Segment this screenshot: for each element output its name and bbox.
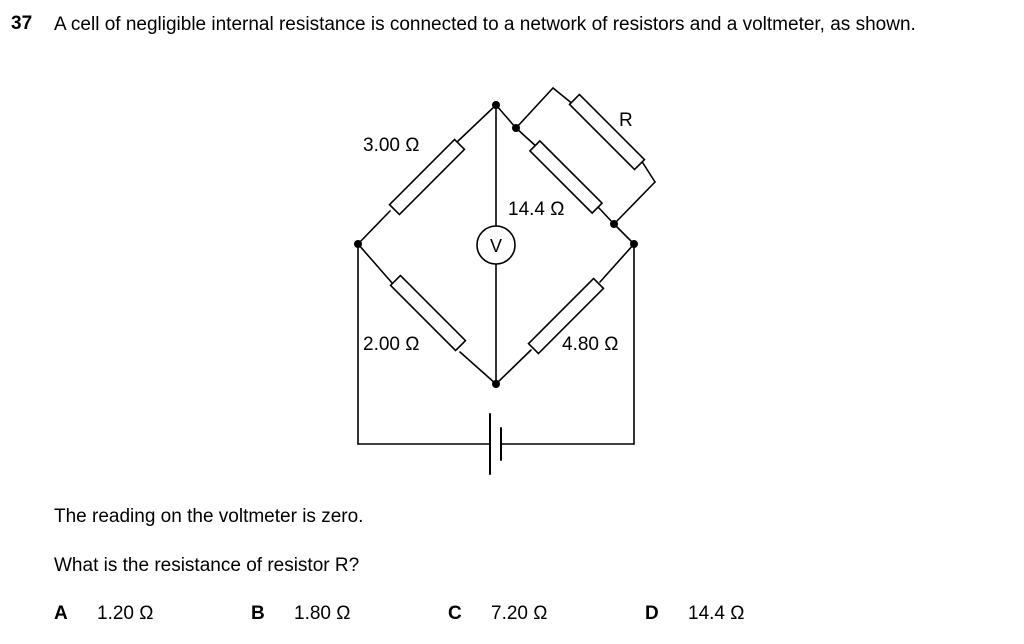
option-c-value[interactable]: 7.20 Ω [491, 603, 548, 624]
wire-left-bottom [357, 243, 497, 385]
stem-line-2: What is the resistance of resistor R? [54, 555, 360, 576]
wire-bottom-right [495, 243, 635, 385]
resistor-3ohm [388, 138, 466, 216]
label-r-bottom-right: 4.80 Ω [562, 334, 618, 355]
question-number: 37 [11, 13, 33, 34]
node-lower-junction [610, 220, 618, 228]
wire-outer-loop [357, 243, 635, 445]
node-top [492, 101, 500, 109]
option-b-value[interactable]: 1.80 Ω [294, 603, 351, 624]
label-r-top-left: 3.00 Ω [363, 135, 419, 156]
resistor-4ohm [527, 277, 605, 355]
option-a-letter[interactable]: A [54, 603, 68, 624]
option-d-value[interactable]: 14.4 Ω [688, 603, 745, 624]
question-text: A cell of negligible internal resistance… [54, 14, 916, 35]
wire-r-branch [515, 87, 656, 225]
option-a-value[interactable]: 1.20 Ω [97, 603, 154, 624]
label-r-middle: 14.4 Ω [508, 199, 564, 220]
wire-top-junction [495, 104, 517, 129]
option-b-letter[interactable]: B [251, 603, 265, 624]
node-left [354, 240, 362, 248]
node-upper-junction [512, 124, 520, 132]
circuit-diagram: 3.00 Ω 2.00 Ω 14.4 Ω 4.80 Ω R V [354, 87, 656, 475]
label-r-bottom-left: 2.00 Ω [363, 334, 419, 355]
wire-left-top [357, 104, 497, 245]
stem-line-1: The reading on the voltmeter is zero. [54, 506, 364, 527]
cell-symbol [489, 413, 502, 475]
option-d-letter[interactable]: D [645, 603, 659, 624]
answer-options: A 1.20 Ω B 1.80 Ω C 7.20 Ω D 14.4 Ω [0, 602, 1024, 628]
node-right [630, 240, 638, 248]
label-voltmeter: V [490, 236, 502, 256]
node-bottom [492, 380, 500, 388]
label-r-unknown: R [619, 110, 633, 131]
option-c-letter[interactable]: C [448, 603, 462, 624]
resistor-r [568, 93, 646, 171]
resistor-14ohm [528, 139, 604, 215]
wire-junction-right [613, 223, 635, 245]
voltmeter-circle [476, 225, 516, 265]
resistor-2ohm [389, 274, 467, 352]
